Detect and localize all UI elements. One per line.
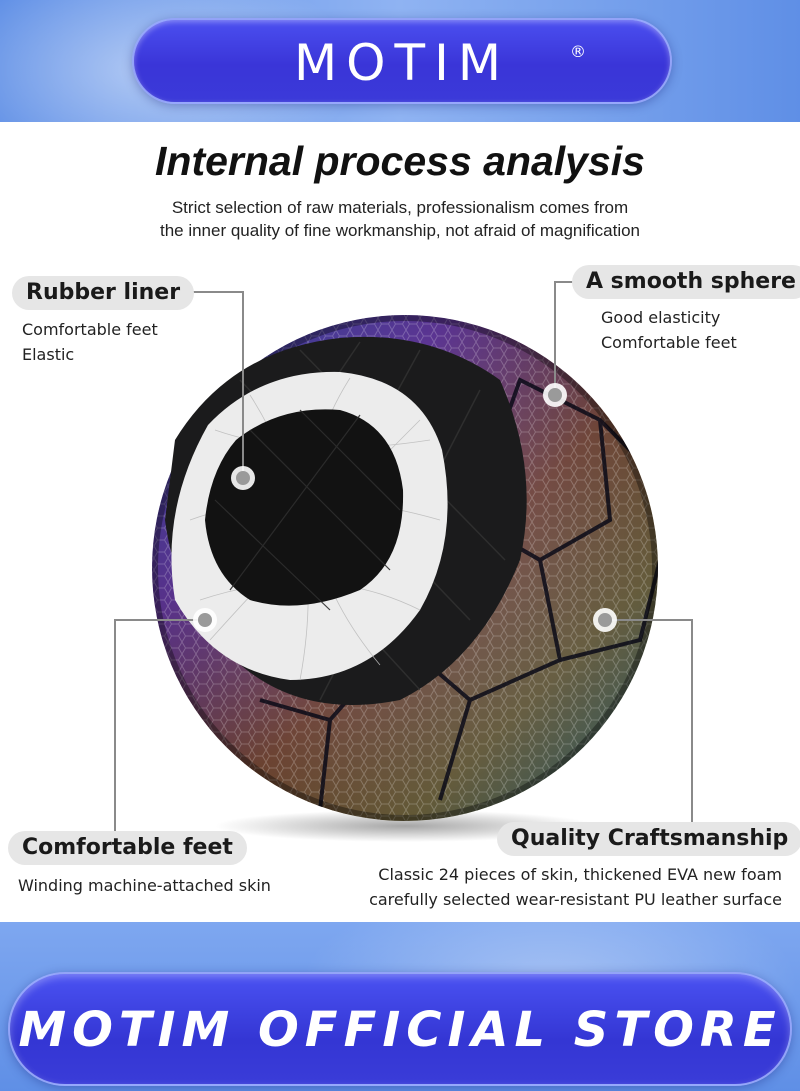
desc-smooth-sphere: Good elasticity Comfortable feet — [601, 308, 737, 352]
label-smooth-sphere: A smooth sphere — [572, 265, 800, 299]
store-banner: MOTIM OFFICIAL STORE — [8, 972, 792, 1086]
desc-quality-craftsmanship: Classic 24 pieces of skin, thickened EVA… — [369, 865, 782, 909]
brand-logo: MOTIM — [294, 34, 510, 92]
header-band: MOTIM ® — [0, 0, 800, 122]
subtitle: Strict selection of raw materials, profe… — [80, 196, 720, 242]
footer-band: MOTIM OFFICIAL STORE — [0, 922, 800, 1091]
desc-comfortable-feet: Winding machine-attached skin — [18, 876, 271, 895]
label-rubber-liner: Rubber liner — [12, 276, 195, 310]
subtitle-line-2: the inner quality of fine workmanship, n… — [159, 221, 641, 240]
desc-rubber-liner: Comfortable feet Elastic — [22, 320, 158, 364]
page-title: Internal process analysis — [155, 138, 645, 184]
brand-logo-pill: MOTIM ® — [132, 18, 672, 104]
registered-mark: ® — [570, 42, 586, 61]
label-quality-craftsmanship: Quality Craftsmanship — [497, 822, 800, 856]
subtitle-line-1: Strict selection of raw materials, profe… — [171, 198, 629, 217]
label-comfortable-feet: Comfortable feet — [8, 831, 247, 865]
marker-dot-icon — [193, 383, 617, 632]
store-name: MOTIM OFFICIAL STORE — [18, 1002, 782, 1058]
